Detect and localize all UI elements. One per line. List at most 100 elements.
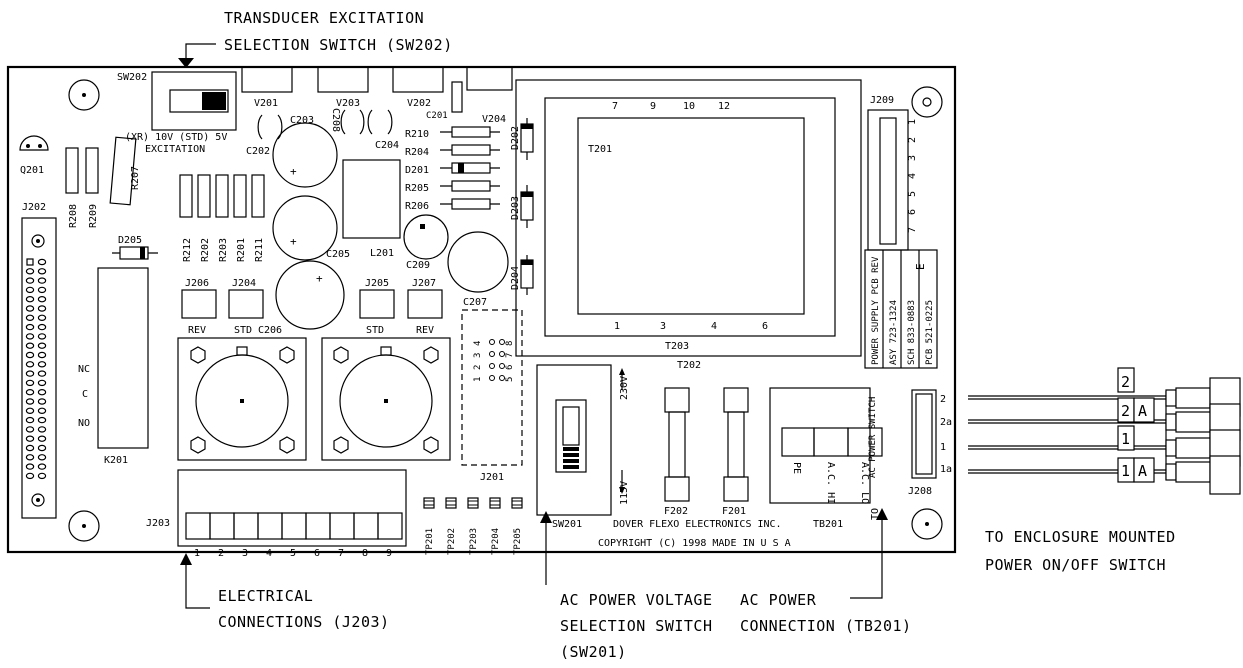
c204-cap: [367, 109, 393, 135]
j208-pin-1a: 1a: [940, 464, 952, 475]
transformer-pin-10: 10: [683, 101, 695, 112]
wire-tag-2a-letter: A: [1138, 402, 1148, 420]
to-label: TO: [870, 508, 881, 520]
r207-resistor: [109, 136, 137, 206]
j209-pin-7: 7: [907, 227, 918, 233]
tb201-terminal-pe: [781, 427, 815, 457]
c202-cap: [257, 114, 283, 140]
r210-label: R210: [405, 129, 429, 140]
j205-jumper: [359, 289, 395, 319]
callout-electrical-arrow: [180, 553, 192, 565]
j202-label: J202: [22, 202, 46, 213]
v202-regulator: [392, 66, 444, 93]
c209-capacitor: [403, 214, 449, 260]
excitation-label: EXCITATION: [145, 144, 205, 155]
manufacturer-text: DOVER FLEXO ELECTRONICS INC.: [613, 519, 782, 530]
j207-label: J207: [412, 278, 436, 289]
callout-electrical-leader: [185, 562, 210, 609]
test-point-tp201: TP201: [425, 528, 435, 555]
j203-pin-8: 8: [362, 548, 368, 559]
label-block-line2: ASY 723-1324: [889, 300, 899, 365]
wire-tag-2-top: [1117, 367, 1135, 393]
t202-label: T202: [677, 360, 701, 371]
tb201-terminal-hi: [813, 427, 849, 457]
wire-tag-2a-text: 2: [1121, 402, 1131, 420]
j208-connector: [911, 389, 937, 479]
transformer-pin-12: 12: [718, 101, 730, 112]
j209-connector: [867, 109, 909, 251]
callout-enclosure-line1: TO ENCLOSURE MOUNTED: [985, 528, 1176, 546]
v115-label: 115V: [619, 481, 630, 505]
test-point-tp204: TP204: [491, 528, 501, 555]
j209-pin-6: 6: [907, 209, 918, 215]
t201-label: T201: [588, 144, 612, 155]
j203-pin-3: 3: [242, 548, 248, 559]
t203-label: T203: [665, 341, 689, 352]
top-connector: [466, 66, 513, 91]
j209-label: J209: [870, 95, 894, 106]
label-block-line3: SCH 833-0883: [907, 300, 917, 365]
r202-label: R202: [200, 238, 211, 262]
v201-label: V201: [254, 98, 278, 109]
v202-label: V202: [407, 98, 431, 109]
l201-inductor: [342, 159, 401, 239]
callout-electrical-line1: ELECTRICAL: [218, 587, 313, 605]
k201-label: K201: [104, 455, 128, 466]
j208-pin-2a: 2a: [940, 417, 952, 428]
j209-pin-3: 3: [907, 155, 918, 161]
tb201-terminal-lo: [847, 427, 883, 457]
v201-regulator: [241, 66, 293, 93]
callout-acv-line3: (SW201): [560, 643, 627, 661]
sw202-label: SW202: [117, 72, 147, 83]
callout-acv-line2: SELECTION SWITCH: [560, 617, 713, 635]
r205-label: R205: [405, 183, 429, 194]
transformer-pin-9: 9: [650, 101, 656, 112]
j201-pin-1: 1: [473, 377, 483, 382]
relay-no-label: NO: [78, 418, 90, 429]
j208-label: J208: [908, 486, 932, 497]
j203-pin-7: 7: [338, 548, 344, 559]
v204-label: V204: [482, 114, 506, 125]
callout-transducer-line1: TRANSDUCER EXCITATION: [224, 9, 424, 27]
c201-label: C201: [426, 111, 448, 121]
c207-capacitor: [447, 231, 509, 293]
callout-acv-arrow: [540, 511, 552, 523]
c206-label: C206: [258, 325, 282, 336]
j206-label: J206: [185, 278, 209, 289]
wire-tag-1a-letter: A: [1138, 462, 1148, 480]
t202-transformer-inner: [544, 97, 836, 337]
sw202-switch: [151, 71, 237, 131]
j201-pin-7: 7: [505, 353, 515, 358]
c202-label: C202: [246, 146, 270, 157]
j203-pin-1: 1: [194, 548, 200, 559]
q201-label: Q201: [20, 165, 44, 176]
right-potentiometer: [321, 337, 451, 461]
callout-acpower-line1: AC POWER: [740, 591, 817, 609]
callout-electrical-line2: CONNECTIONS (J203): [218, 613, 390, 631]
j201-label: J201: [480, 472, 504, 483]
r203-label: R203: [218, 238, 229, 262]
j206-rev: REV: [188, 325, 206, 336]
c208-cap: [340, 109, 365, 135]
svg-text:+: +: [290, 165, 297, 178]
d204-diode: [520, 255, 534, 295]
j201-pin-5: 5: [505, 377, 515, 382]
wire-harness: [968, 377, 1241, 495]
t201-core: [577, 117, 805, 315]
c203-label: C203: [290, 115, 314, 126]
f202-label: F202: [664, 506, 688, 517]
tb201-label: TB201: [813, 519, 843, 530]
resistor-bank: [179, 174, 265, 218]
transformer-pin-7: 7: [612, 101, 618, 112]
relay-c-label: C: [82, 389, 88, 400]
c201-cap: [451, 81, 463, 113]
j205-label: J205: [365, 278, 389, 289]
callout-transducer-arrow: [178, 58, 194, 68]
d203-diode: [520, 185, 534, 228]
j206-jumper: [181, 289, 217, 319]
